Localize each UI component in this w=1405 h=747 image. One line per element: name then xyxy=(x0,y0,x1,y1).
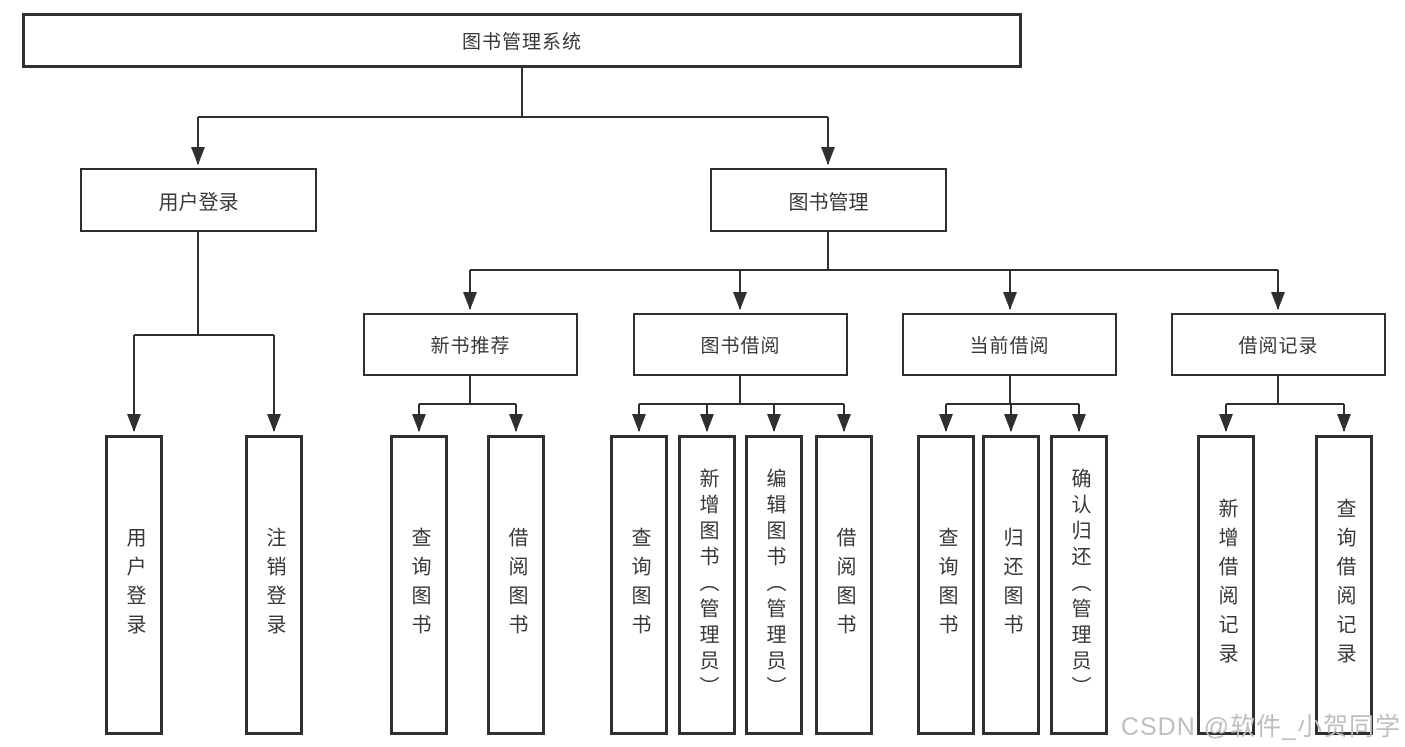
leaf-borrow-books-2: 借阅图书 xyxy=(815,435,873,735)
csdn-watermark: CSDN @软件_小贺同学 xyxy=(1120,713,1401,741)
leaf-query-borrow-record: 查询借阅记录 xyxy=(1315,435,1373,735)
leaf-return-books: 归还图书 xyxy=(982,435,1040,735)
node-new-book-recommend: 新书推荐 xyxy=(363,313,578,376)
node-book-borrowing: 图书借阅 xyxy=(633,313,848,376)
node-current-borrowing: 当前借阅 xyxy=(902,313,1117,376)
leaf-borrow-books-1: 借阅图书 xyxy=(487,435,545,735)
leaf-query-books-3: 查询图书 xyxy=(917,435,975,735)
leaf-logout: 注销登录 xyxy=(245,435,303,735)
node-library-management-system: 图书管理系统 xyxy=(22,13,1022,68)
leaf-query-books-1: 查询图书 xyxy=(390,435,448,735)
leaf-user-login: 用户登录 xyxy=(105,435,163,735)
node-book-management-branch: 图书管理 xyxy=(710,168,947,232)
leaf-query-books-2: 查询图书 xyxy=(610,435,668,735)
leaf-edit-books-admin: 编辑图书（管理员） xyxy=(745,435,803,735)
leaf-add-borrow-record: 新增借阅记录 xyxy=(1197,435,1255,735)
node-borrowing-records: 借阅记录 xyxy=(1171,313,1386,376)
leaf-add-books-admin: 新增图书（管理员） xyxy=(678,435,736,735)
node-user-login-branch: 用户登录 xyxy=(80,168,317,232)
leaf-confirm-return-admin: 确认归还（管理员） xyxy=(1050,435,1108,735)
